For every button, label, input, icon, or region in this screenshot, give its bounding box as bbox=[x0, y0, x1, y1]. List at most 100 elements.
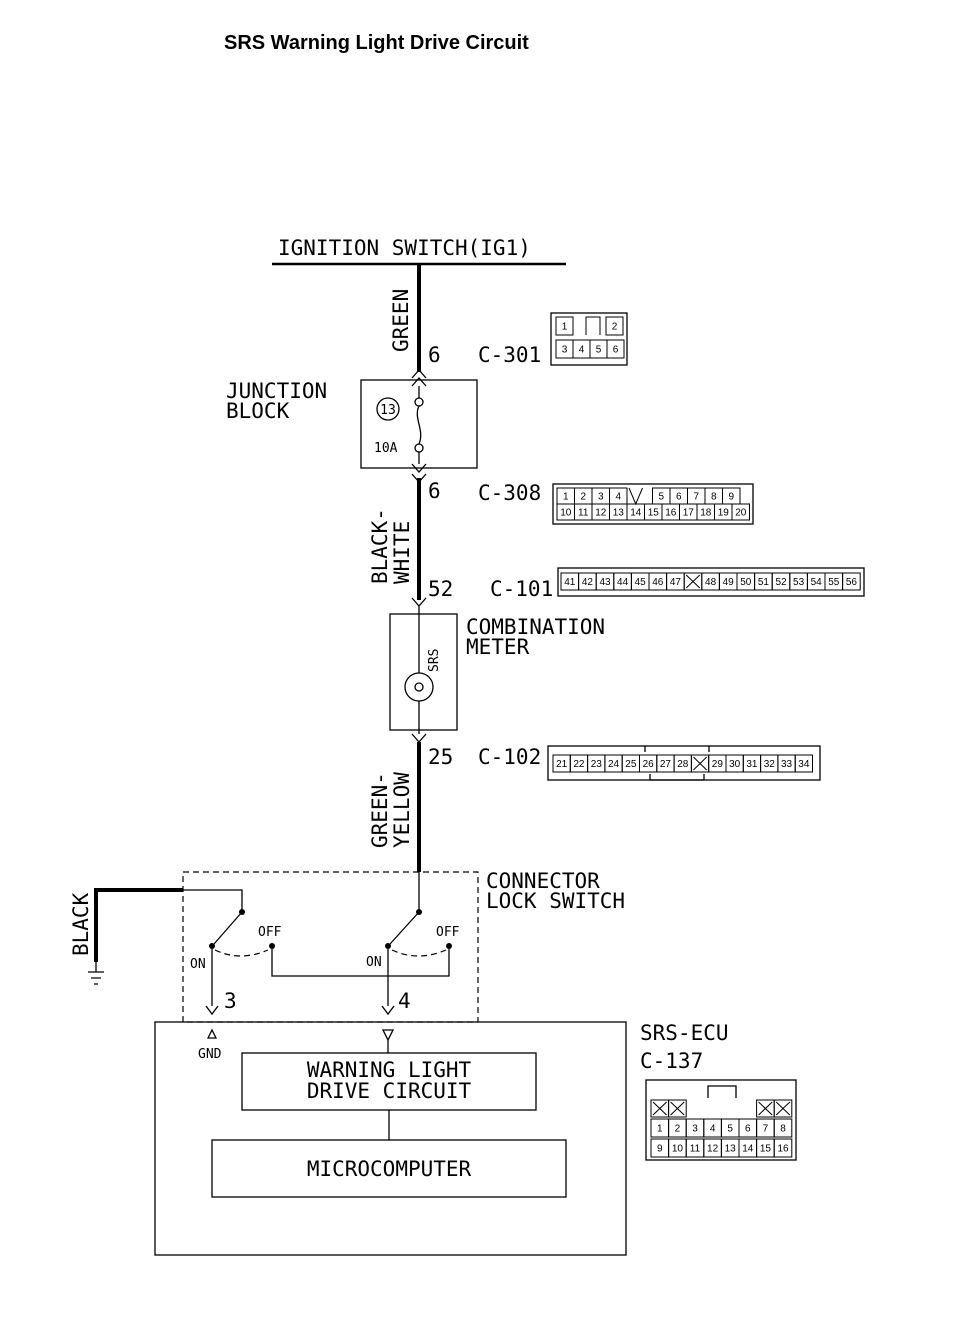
fuse-number-circle bbox=[376, 397, 400, 421]
c101-cell-label: 46 bbox=[652, 577, 664, 588]
c101-cell-label: 43 bbox=[599, 577, 611, 588]
wire-label-black: BLACK bbox=[69, 892, 93, 956]
c301-cell bbox=[555, 316, 574, 336]
c101-cell-label: 42 bbox=[582, 577, 594, 588]
fuse-terminal-top bbox=[414, 397, 424, 407]
terminal-chevron-c102 bbox=[411, 733, 427, 743]
connector-c308-outline bbox=[552, 483, 754, 525]
connector-name-c301: C-301 bbox=[478, 343, 541, 367]
fuse-rating: 10A bbox=[374, 441, 398, 456]
srs-ecu-box bbox=[154, 1021, 627, 1256]
c137-cell-label: 3 bbox=[692, 1124, 698, 1135]
c137-cell-label: 16 bbox=[777, 1144, 789, 1155]
srs-warning-lamp-filament bbox=[414, 682, 424, 692]
c102-cell-label: 23 bbox=[591, 759, 603, 770]
c137-cell-label: 13 bbox=[725, 1144, 737, 1155]
connector-c137-outline bbox=[645, 1079, 797, 1161]
connector-c301-outline bbox=[550, 312, 628, 366]
c101-cell-label: 49 bbox=[723, 577, 735, 588]
left-switch-on-label: ON bbox=[190, 957, 206, 972]
c102-cell-label: 26 bbox=[643, 759, 655, 770]
c137-cell-label: 12 bbox=[707, 1144, 719, 1155]
c308-cell-label: 8 bbox=[711, 492, 717, 503]
c308-cell-label: 10 bbox=[560, 508, 572, 519]
junction-block-box bbox=[360, 379, 478, 469]
c137-top-slot bbox=[668, 1099, 687, 1118]
left-switch-off-contact bbox=[269, 943, 275, 949]
c137-cell-label: 1 bbox=[657, 1124, 663, 1135]
c101-cell bbox=[842, 572, 861, 591]
right-switch-on-label: ON bbox=[366, 955, 382, 970]
c308-cell-label: 11 bbox=[578, 508, 589, 519]
right-switch-blade bbox=[389, 911, 420, 945]
c101-cell-label: 41 bbox=[564, 577, 576, 588]
connector-name-c102: C-102 bbox=[478, 745, 541, 769]
connector-c102-key bbox=[644, 746, 710, 781]
left-switch-blade bbox=[213, 911, 243, 945]
c308-cell-label: 6 bbox=[676, 492, 682, 503]
connector-c101-outline bbox=[557, 567, 865, 597]
right-switch-travel-arc bbox=[391, 949, 447, 957]
c101-cell-label: 52 bbox=[775, 577, 787, 588]
c101-cell-label: 48 bbox=[705, 577, 717, 588]
c102-cell bbox=[794, 754, 814, 773]
pin-ecu-gnd: 3 bbox=[224, 989, 237, 1013]
gnd-label: GND bbox=[198, 1047, 222, 1062]
c102-cell-label: 24 bbox=[608, 759, 620, 770]
c301-cell-label: 6 bbox=[613, 345, 619, 356]
combination-meter-label-1: COMBINATION bbox=[466, 615, 605, 639]
c137-cell-label: 11 bbox=[690, 1144, 701, 1155]
c308-cell-label: 16 bbox=[665, 508, 677, 519]
c102-cell-label: 22 bbox=[573, 759, 585, 770]
c102-cell-label: 31 bbox=[746, 759, 758, 770]
c101-cell-blank bbox=[685, 574, 701, 589]
wire-label-green-yellow-1: GREEN- bbox=[368, 772, 392, 848]
c137-top-slot-blank bbox=[670, 1101, 685, 1116]
c308-cell-label: 13 bbox=[613, 508, 625, 519]
left-switch-on-contact bbox=[209, 943, 215, 949]
connector-name-c308: C-308 bbox=[478, 481, 541, 505]
left-switch-off-label: OFF bbox=[258, 925, 282, 940]
junction-block-label-2: BLOCK bbox=[226, 399, 290, 423]
fuse-terminal-bottom bbox=[414, 443, 424, 453]
c301-key bbox=[585, 316, 601, 335]
c308-cell-label: 7 bbox=[693, 492, 699, 503]
combination-meter-box bbox=[389, 613, 458, 731]
c308-key bbox=[628, 487, 643, 506]
c301-cell-label: 5 bbox=[596, 345, 602, 356]
connector-lock-switch-label-2: LOCK SWITCH bbox=[486, 889, 625, 913]
c301-cell-label: 2 bbox=[612, 322, 618, 333]
c308-cell-label: 18 bbox=[700, 508, 712, 519]
c301-cell-label: 4 bbox=[579, 345, 585, 356]
srs-ecu-label: SRS-ECU bbox=[640, 1021, 729, 1045]
c137-top-slot-blank bbox=[652, 1101, 667, 1116]
terminal-chevron-ecu-4 bbox=[381, 1005, 395, 1016]
c101-cell-label: 44 bbox=[617, 577, 629, 588]
srs-warning-lamp bbox=[404, 672, 434, 702]
c308-cell-label: 20 bbox=[735, 508, 747, 519]
srs-lamp-label: SRS bbox=[427, 649, 442, 672]
c102-cell-label: 34 bbox=[798, 759, 810, 770]
wire-label-green: GREEN bbox=[389, 289, 413, 352]
fuse-element bbox=[416, 405, 422, 445]
c137-cell-label: 8 bbox=[780, 1124, 786, 1135]
srs-ecu-connector-name: C-137 bbox=[640, 1049, 703, 1073]
wire-label-green-yellow-2: YELLOW bbox=[390, 772, 414, 848]
terminal-chevron-c301 bbox=[411, 369, 427, 387]
c102-cell-label: 33 bbox=[781, 759, 793, 770]
c308-cell-label: 17 bbox=[683, 508, 695, 519]
c101-cell-label: 56 bbox=[846, 577, 858, 588]
c308-cell-label: 14 bbox=[630, 508, 642, 519]
c102-cell-label: 28 bbox=[677, 759, 689, 770]
c101-cell-label: 53 bbox=[793, 577, 805, 588]
c308-cell-label: 1 bbox=[563, 492, 569, 503]
right-switch-off-contact bbox=[446, 943, 452, 949]
terminal-chevron-ecu-3 bbox=[205, 1005, 219, 1016]
c308-cell-label: 15 bbox=[648, 508, 660, 519]
c137-cell-label: 4 bbox=[710, 1124, 716, 1135]
